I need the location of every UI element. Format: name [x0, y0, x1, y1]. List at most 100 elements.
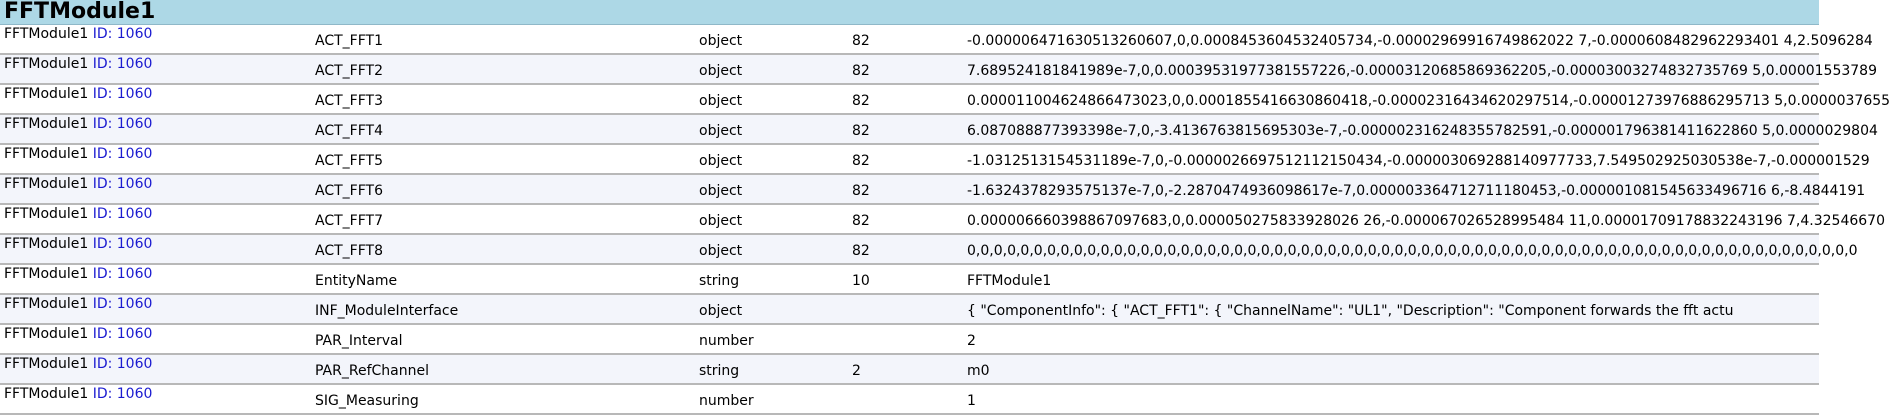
- property-size: [852, 297, 952, 325]
- property-name: ACT_FFT7: [315, 213, 383, 229]
- property-type: object: [699, 123, 743, 139]
- property-name: ACT_FFT5: [315, 153, 383, 169]
- property-type: number: [699, 393, 754, 409]
- property-type: object: [699, 63, 743, 79]
- entity-id-link[interactable]: ID: 1060: [92, 116, 153, 132]
- entity-name: FFTModule1: [4, 146, 89, 162]
- property-value: -1.0312513154531189e-7,0,-0.000002669751…: [967, 153, 1870, 169]
- property-type: object: [699, 153, 743, 169]
- entity-name: FFTModule1: [4, 296, 89, 312]
- property-size: [852, 327, 952, 355]
- table-row: FFTModule1 ID: 1060 ACT_FFT2 object 82 7.689…: [0, 55, 1877, 85]
- property-name: INF_ModuleInterface: [315, 303, 459, 319]
- property-type: number: [699, 333, 754, 349]
- property-value: 0.000011004624866473023,0,0.000185541663…: [967, 93, 1890, 109]
- entity-name: FFTModule1: [4, 356, 89, 372]
- property-size: 82: [852, 33, 870, 49]
- table-row: FFTModule1 ID: 1060 INF_ModuleInterface ob…: [0, 295, 1819, 325]
- property-name: ACT_FFT1: [315, 33, 383, 49]
- property-name: ACT_FFT2: [315, 63, 383, 79]
- property-type: object: [699, 243, 743, 259]
- table-row: FFTModule1 ID: 1060 ACT_FFT5 object 82 -1.03…: [0, 145, 1870, 175]
- property-size: 2: [852, 363, 861, 379]
- property-name: PAR_Interval: [315, 333, 403, 349]
- entity-name: FFTModule1: [4, 56, 89, 72]
- entity-cell: FFTModule1 ID: 1060: [4, 80, 304, 108]
- property-size: 82: [852, 183, 870, 199]
- entity-cell: FFTModule1 ID: 1060: [4, 110, 304, 138]
- property-type: object: [699, 33, 743, 49]
- entity-id-link[interactable]: ID: 1060: [92, 356, 153, 372]
- property-type: object: [699, 303, 743, 319]
- table-row: FFTModule1 ID: 1060 ACT_FFT6 object 82 -1.63…: [0, 175, 1866, 205]
- property-type: object: [699, 183, 743, 199]
- property-name: ACT_FFT3: [315, 93, 383, 109]
- property-type: string: [699, 363, 740, 379]
- entity-name: FFTModule1: [4, 176, 89, 192]
- entity-id-link[interactable]: ID: 1060: [92, 296, 153, 312]
- property-size: [852, 387, 952, 415]
- property-type: object: [699, 213, 743, 229]
- property-name: PAR_RefChannel: [315, 363, 429, 379]
- table-row: FFTModule1 ID: 1060 PAR_RefChannel string 2…: [0, 355, 1819, 385]
- entity-name: FFTModule1: [4, 116, 89, 132]
- property-value: 7.689524181841989e-7,0,0.000395319773815…: [967, 63, 1877, 79]
- table-row: FFTModule1 ID: 1060 ACT_FFT3 object 82 0.000…: [0, 85, 1890, 115]
- entity-id-link[interactable]: ID: 1060: [92, 206, 153, 222]
- property-type: string: [699, 273, 740, 289]
- property-type: object: [699, 93, 743, 109]
- property-name: ACT_FFT6: [315, 183, 383, 199]
- entity-cell: FFTModule1 ID: 1060: [4, 50, 304, 78]
- entity-name: FFTModule1: [4, 206, 89, 222]
- property-name: EntityName: [315, 273, 398, 289]
- property-value: m0: [967, 363, 990, 379]
- entity-name: FFTModule1: [4, 386, 89, 402]
- property-size: 82: [852, 123, 870, 139]
- entity-cell: FFTModule1 ID: 1060: [4, 230, 304, 258]
- entity-cell: FFTModule1 ID: 1060: [4, 290, 304, 318]
- property-value: FFTModule1: [967, 273, 1052, 289]
- entity-cell: FFTModule1 ID: 1060: [4, 350, 304, 378]
- table-row: FFTModule1 ID: 1060 PAR_Interval number 2: [0, 325, 1819, 355]
- entity-id-link[interactable]: ID: 1060: [92, 146, 153, 162]
- property-name: SIG_Measuring: [315, 393, 419, 409]
- property-value: -0.000006471630513260607,0,0.00084536045…: [967, 33, 1873, 49]
- property-size: 10: [852, 273, 870, 289]
- entity-name: FFTModule1: [4, 236, 89, 252]
- property-size: 82: [852, 63, 870, 79]
- property-size: 82: [852, 213, 870, 229]
- entity-id-link[interactable]: ID: 1060: [92, 56, 153, 72]
- property-value: 1: [967, 393, 976, 409]
- property-name: ACT_FFT8: [315, 243, 383, 259]
- entity-id-link[interactable]: ID: 1060: [92, 176, 153, 192]
- property-size: 82: [852, 93, 870, 109]
- property-value: { "ComponentInfo": { "ACT_FFT1": { "Chan…: [967, 303, 1734, 319]
- table-row: FFTModule1 ID: 1060 ACT_FFT7 object 82 0.000…: [0, 205, 1885, 235]
- property-value: 2: [967, 333, 976, 349]
- entity-id-link[interactable]: ID: 1060: [92, 86, 153, 102]
- entity-name: FFTModule1: [4, 86, 89, 102]
- module-title: FFTModule1: [4, 0, 156, 24]
- entity-cell: FFTModule1 ID: 1060: [4, 260, 304, 288]
- entity-cell: FFTModule1 ID: 1060: [4, 170, 304, 198]
- entity-cell: FFTModule1 ID: 1060: [4, 20, 304, 48]
- entity-name: FFTModule1: [4, 326, 89, 342]
- entity-id-link[interactable]: ID: 1060: [92, 326, 153, 342]
- entity-id-link[interactable]: ID: 1060: [92, 386, 153, 402]
- entity-cell: FFTModule1 ID: 1060: [4, 140, 304, 168]
- property-value: 0.000006660398867097683,0,0.000050275833…: [967, 213, 1885, 229]
- property-size: 82: [852, 153, 870, 169]
- table-row: FFTModule1 ID: 1060 SIG_Measuring number 1: [0, 385, 1819, 415]
- property-value: 6.087088877393398e-7,0,-3.41367638156953…: [967, 123, 1878, 139]
- entity-id-link[interactable]: ID: 1060: [92, 26, 153, 42]
- entity-id-link[interactable]: ID: 1060: [92, 266, 153, 282]
- entity-id-link[interactable]: ID: 1060: [92, 236, 153, 252]
- entity-cell: FFTModule1 ID: 1060: [4, 320, 304, 348]
- property-name: ACT_FFT4: [315, 123, 383, 139]
- property-value: -1.6324378293575137e-7,0,-2.287047493609…: [967, 183, 1866, 199]
- property-size: 82: [852, 243, 870, 259]
- table-row: FFTModule1 ID: 1060 ACT_FFT4 object 82 6.087…: [0, 115, 1878, 145]
- module-header: FFTModule1: [0, 0, 1819, 25]
